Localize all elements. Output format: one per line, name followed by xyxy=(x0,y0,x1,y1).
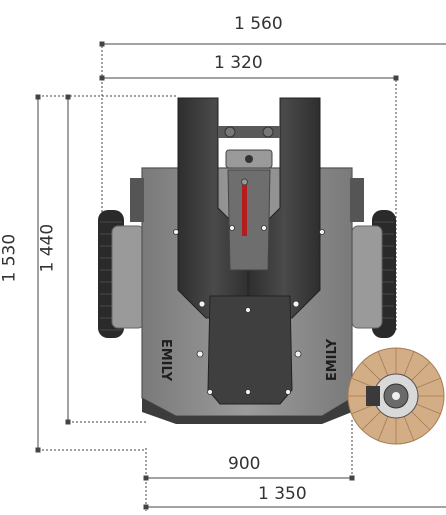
brush-motor xyxy=(366,386,380,406)
dim-label-track-width: 900 xyxy=(228,454,261,474)
center-channel xyxy=(227,169,271,271)
left-wheel xyxy=(98,210,145,338)
front-bumper xyxy=(142,398,352,424)
dim-label-base-width: 1 350 xyxy=(258,484,307,504)
dim-label-body-width: 1 320 xyxy=(214,53,263,73)
dim-marker xyxy=(393,75,399,81)
logo-left: EMILY xyxy=(158,339,173,382)
bolts xyxy=(173,225,325,395)
dim-marker xyxy=(349,475,355,481)
dim-marker xyxy=(65,94,71,100)
side-mount xyxy=(350,178,364,222)
dim-marker xyxy=(35,447,41,453)
dim-label-body-length: 1 440 xyxy=(37,223,58,273)
right-wheel xyxy=(351,210,396,338)
dim-label-overall-length: 1 530 xyxy=(0,233,20,283)
red-indicator xyxy=(242,182,247,236)
dim-marker xyxy=(35,94,41,100)
side-brush xyxy=(347,347,445,445)
dim-marker xyxy=(143,504,149,510)
dim-label-overall-width: 1 560 xyxy=(234,14,283,34)
side-mount xyxy=(130,178,144,222)
lower-cover xyxy=(207,295,293,405)
dimension-lines xyxy=(35,41,446,511)
dim-marker xyxy=(99,41,105,47)
logo-right: EMILY xyxy=(325,338,340,381)
dim-marker xyxy=(65,419,71,425)
